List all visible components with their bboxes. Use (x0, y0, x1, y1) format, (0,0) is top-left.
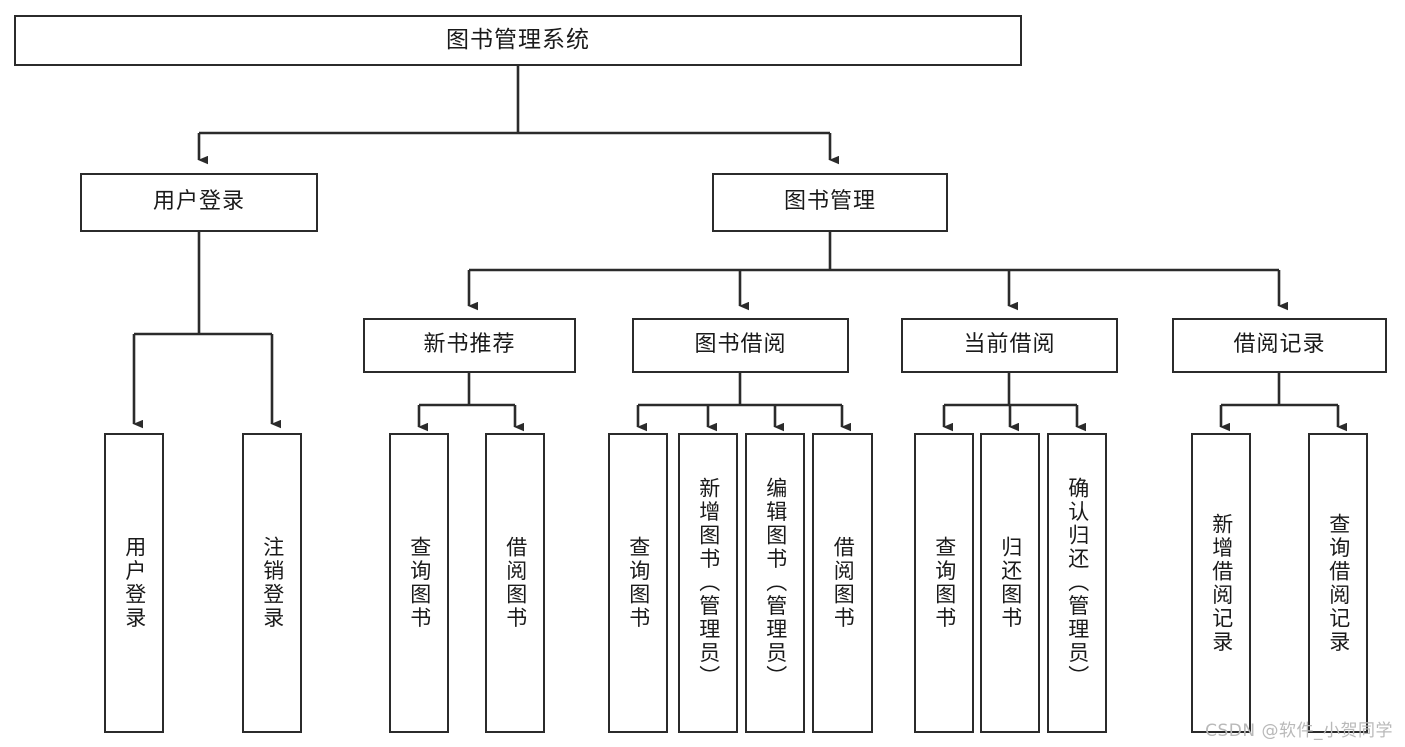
leaf-confirm-return[interactable]: 确认归还（管理员） (1047, 433, 1107, 733)
leaf-user-logout[interactable]: 注销登录 (242, 433, 302, 733)
node-label: 当前借阅 (963, 332, 1056, 358)
node-new-book-recommend[interactable]: 新书推荐 (363, 318, 576, 373)
node-label: 新书推荐 (423, 332, 516, 358)
node-current-borrow[interactable]: 当前借阅 (901, 318, 1118, 373)
node-label: 借阅图书 (503, 536, 528, 630)
leaf-query-book-2[interactable]: 查询图书 (608, 433, 668, 733)
node-label: 借阅图书 (831, 536, 856, 630)
node-label: 查询借阅记录 (1326, 512, 1351, 654)
node-label: 新增借阅记录 (1209, 512, 1234, 654)
node-label: 查询图书 (407, 536, 432, 630)
leaf-user-login[interactable]: 用户登录 (104, 433, 164, 733)
watermark-csdn: CSDN @软件_小贺同学 (1205, 721, 1393, 741)
leaf-query-book-1[interactable]: 查询图书 (389, 433, 449, 733)
leaf-query-record[interactable]: 查询借阅记录 (1308, 433, 1368, 733)
node-label: 注销登录 (260, 536, 285, 630)
node-label: 编辑图书（管理员） (763, 477, 788, 689)
node-label: 查询图书 (932, 536, 957, 630)
node-root-book-management-system[interactable]: 图书管理系统 (14, 15, 1022, 66)
node-label: 确认归还（管理员） (1065, 477, 1090, 689)
leaf-edit-book[interactable]: 编辑图书（管理员） (745, 433, 805, 733)
node-label: 归还图书 (998, 536, 1023, 630)
node-label: 用户登录 (122, 536, 147, 630)
node-label: 图书管理系统 (446, 26, 590, 53)
leaf-add-book[interactable]: 新增图书（管理员） (678, 433, 738, 733)
node-label: 查询图书 (626, 536, 651, 630)
node-user-login[interactable]: 用户登录 (80, 173, 318, 232)
leaf-borrow-book-2[interactable]: 借阅图书 (812, 433, 873, 733)
node-label: 图书借阅 (694, 332, 787, 358)
node-label: 新增图书（管理员） (696, 477, 721, 689)
leaf-return-book[interactable]: 归还图书 (980, 433, 1040, 733)
leaf-query-book-3[interactable]: 查询图书 (914, 433, 974, 733)
node-book-borrow[interactable]: 图书借阅 (632, 318, 849, 373)
leaf-add-record[interactable]: 新增借阅记录 (1191, 433, 1251, 733)
node-label: 图书管理 (783, 189, 876, 215)
node-book-manage[interactable]: 图书管理 (712, 173, 948, 232)
leaf-borrow-book-1[interactable]: 借阅图书 (485, 433, 545, 733)
node-label: 借阅记录 (1233, 332, 1326, 358)
node-borrow-record[interactable]: 借阅记录 (1172, 318, 1387, 373)
node-label: 用户登录 (152, 189, 245, 215)
